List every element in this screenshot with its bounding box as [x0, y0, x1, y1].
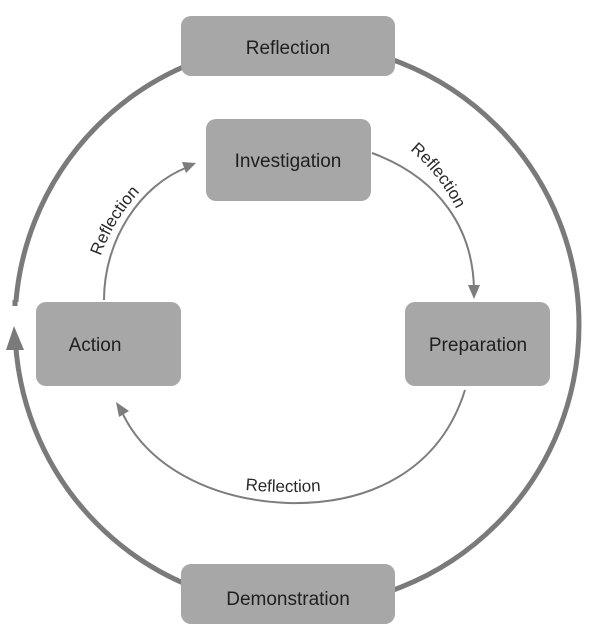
arc-label-left: Reflection	[87, 182, 143, 258]
node-demonstration: Demonstration	[181, 564, 395, 624]
node-label-action: Action	[69, 335, 122, 356]
arrow-up-right-icon	[182, 162, 196, 173]
arc-label-right: Reflection	[407, 139, 469, 211]
outer-arrow-up-icon	[6, 326, 24, 350]
arc-investigation-to-preparation	[371, 152, 475, 293]
node-label-reflection: Reflection	[246, 38, 331, 59]
arc-label-bottom: Reflection	[245, 475, 321, 496]
node-preparation: Preparation	[405, 302, 550, 386]
arc-preparation-to-action	[120, 389, 466, 505]
node-reflection-top: Reflection	[181, 16, 395, 76]
node-action: Action	[36, 302, 181, 386]
node-label-demonstration: Demonstration	[226, 589, 350, 610]
arc-action-to-investigation	[103, 166, 189, 301]
arrow-down-icon	[468, 285, 480, 299]
node-label-preparation: Preparation	[429, 335, 527, 356]
node-investigation: Investigation	[206, 119, 371, 201]
node-label-investigation: Investigation	[235, 151, 342, 172]
arrow-up-left-icon	[116, 402, 129, 417]
